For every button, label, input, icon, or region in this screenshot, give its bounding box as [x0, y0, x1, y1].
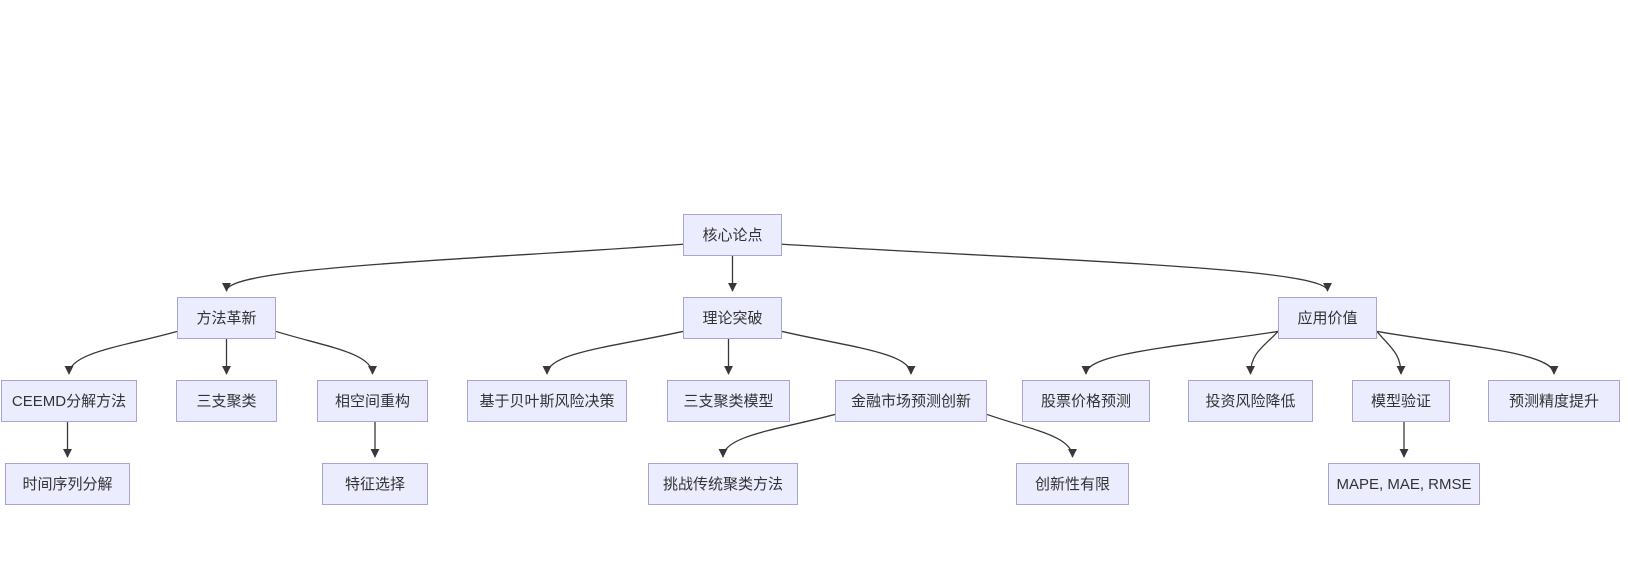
node-label: 挑战传统聚类方法 [662, 476, 783, 493]
node-label: 投资风险降低 [1205, 393, 1296, 410]
node-threeway: 三支聚类 [176, 380, 277, 422]
node-bayes: 基于贝叶斯风险决策 [467, 380, 627, 422]
node-validate: 模型验证 [1352, 380, 1450, 422]
node-label: 创新性有限 [1034, 476, 1110, 493]
edge-root-value [781, 243, 1332, 292]
node-label: 金融市场预测创新 [850, 393, 971, 410]
node-label: 预测精度提升 [1508, 393, 1599, 410]
node-theory: 理论突破 [683, 297, 782, 339]
edge-theory-finance [781, 330, 916, 375]
node-label: 应用价值 [1297, 310, 1358, 327]
node-ceemd: CEEMD分解方法 [1, 380, 137, 422]
node-label: 理论突破 [702, 310, 763, 327]
edge-theory-bayes [542, 330, 684, 375]
node-finance: 金融市场预测创新 [835, 380, 987, 422]
edge-root-method [222, 243, 684, 292]
node-phase: 相空间重构 [317, 380, 428, 422]
edge-method-ceemd [64, 330, 178, 375]
node-label: 相空间重构 [334, 393, 410, 410]
edge-method-phase [275, 330, 378, 375]
edge-value-validate [1376, 331, 1406, 375]
node-label: 基于贝叶斯风险决策 [479, 393, 615, 410]
node-limited: 创新性有限 [1016, 463, 1129, 505]
node-risk: 投资风险降低 [1188, 380, 1313, 422]
edge-value-precision [1376, 330, 1559, 375]
edge-value-stock [1081, 330, 1279, 375]
node-metrics: MAPE, MAE, RMSE [1328, 463, 1480, 505]
node-twcmodel: 三支聚类模型 [667, 380, 790, 422]
node-label: 股票价格预测 [1040, 393, 1131, 410]
node-challenge: 挑战传统聚类方法 [648, 463, 798, 505]
node-value: 应用价值 [1278, 297, 1377, 339]
node-feature: 特征选择 [322, 463, 428, 505]
node-precision: 预测精度提升 [1488, 380, 1620, 422]
edge-finance-limited [986, 413, 1078, 458]
node-label: 核心论点 [702, 227, 763, 244]
node-label: MAPE, MAE, RMSE [1336, 476, 1472, 493]
node-label: CEEMD分解方法 [11, 393, 127, 410]
node-label: 三支聚类模型 [683, 393, 774, 410]
node-label: 时间序列分解 [22, 476, 113, 493]
node-label: 模型验证 [1370, 393, 1431, 410]
node-label: 特征选择 [344, 476, 405, 493]
node-stock: 股票价格预测 [1022, 380, 1150, 422]
node-label: 三支聚类 [196, 393, 257, 410]
edge-finance-challenge [718, 413, 836, 458]
node-method: 方法革新 [177, 297, 276, 339]
edge-value-risk [1245, 330, 1279, 375]
node-root: 核心论点 [683, 214, 782, 256]
node-label: 方法革新 [196, 310, 257, 327]
node-tsdecomp: 时间序列分解 [5, 463, 130, 505]
